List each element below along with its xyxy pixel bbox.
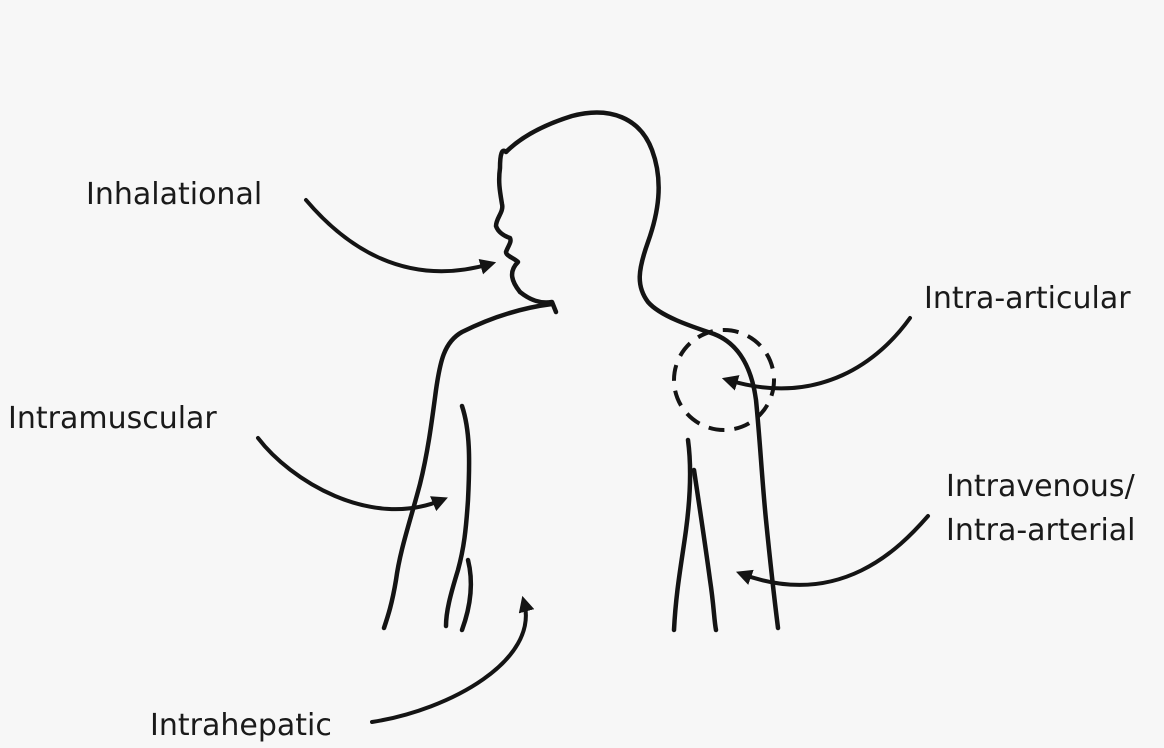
head-and-back-outline	[496, 113, 778, 628]
label-intra-articular: Intra-articular	[924, 281, 1131, 316]
labels: Inhalational Intra-articular Intramuscul…	[8, 177, 1136, 743]
left-torso-outline	[462, 560, 471, 630]
arrows	[258, 200, 928, 722]
label-intravenous: Intravenous/	[946, 469, 1136, 504]
left-inner-arm-outline	[446, 406, 469, 626]
intra-articular-arrow	[728, 318, 910, 388]
right-inner-arm-outline	[674, 440, 690, 630]
inhalational-arrow	[306, 200, 490, 271]
intrahepatic-arrow	[372, 602, 526, 722]
shoulder-joint-dashed-circle	[674, 330, 774, 430]
label-intra-arterial: Intra-arterial	[946, 513, 1136, 548]
label-intrahepatic: Intrahepatic	[150, 708, 332, 743]
body-outline	[384, 113, 778, 630]
right-torso-outline	[694, 470, 716, 630]
label-inhalational: Inhalational	[86, 177, 262, 212]
label-intramuscular: Intramuscular	[8, 401, 217, 436]
